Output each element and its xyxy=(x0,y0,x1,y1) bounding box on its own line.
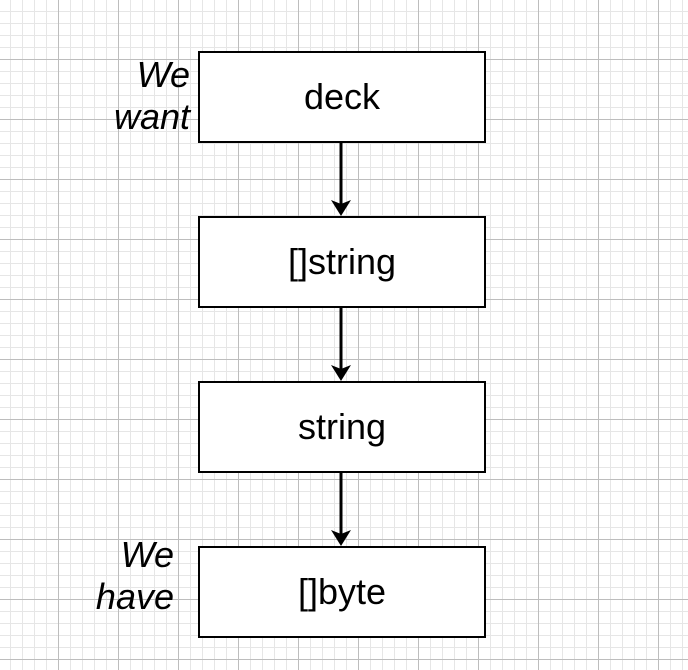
node-deck[interactable]: deck xyxy=(198,51,486,143)
edge-string-to-byte-slice xyxy=(331,471,351,546)
node-label: []byte xyxy=(297,571,387,612)
annotation-line: want xyxy=(113,96,190,137)
annotation-we-want: We want xyxy=(90,54,190,138)
arrowhead-icon xyxy=(331,530,351,546)
arrowhead-icon xyxy=(331,200,351,216)
annotation-line: We xyxy=(136,54,190,95)
edge-string-slice-to-string xyxy=(331,306,351,381)
annotation-line: We xyxy=(120,534,174,575)
node-string[interactable]: string xyxy=(198,381,486,473)
node-label: deck xyxy=(303,76,381,117)
annotation-we-have: We have xyxy=(70,534,174,618)
arrowhead-icon xyxy=(331,365,351,381)
annotation-line: have xyxy=(95,576,174,617)
edge-deck-to-string-slice xyxy=(331,141,351,216)
node-string-slice[interactable]: []string xyxy=(198,216,486,308)
node-byte-slice[interactable]: []byte xyxy=(198,546,486,638)
node-label: string xyxy=(297,406,387,447)
node-label: []string xyxy=(287,241,397,282)
